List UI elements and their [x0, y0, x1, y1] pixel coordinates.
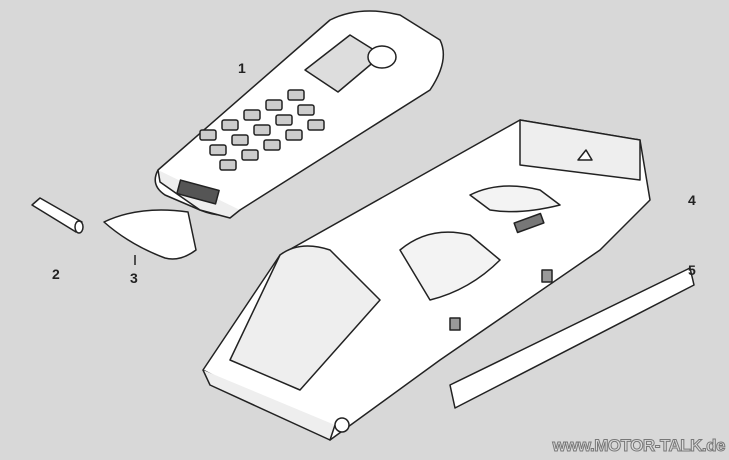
- battery: [31, 197, 84, 234]
- handset: [154, 10, 445, 219]
- label-3: 3: [130, 270, 138, 286]
- label-5: 5: [688, 262, 696, 278]
- cradle: [202, 119, 651, 441]
- label-2: 2: [52, 266, 60, 282]
- label-4: 4: [688, 192, 696, 208]
- side-trim-strip: [449, 267, 695, 409]
- watermark: www.MOTOR-TALK.de: [552, 436, 726, 456]
- battery-cover: [103, 209, 197, 265]
- label-1: 1: [238, 60, 246, 76]
